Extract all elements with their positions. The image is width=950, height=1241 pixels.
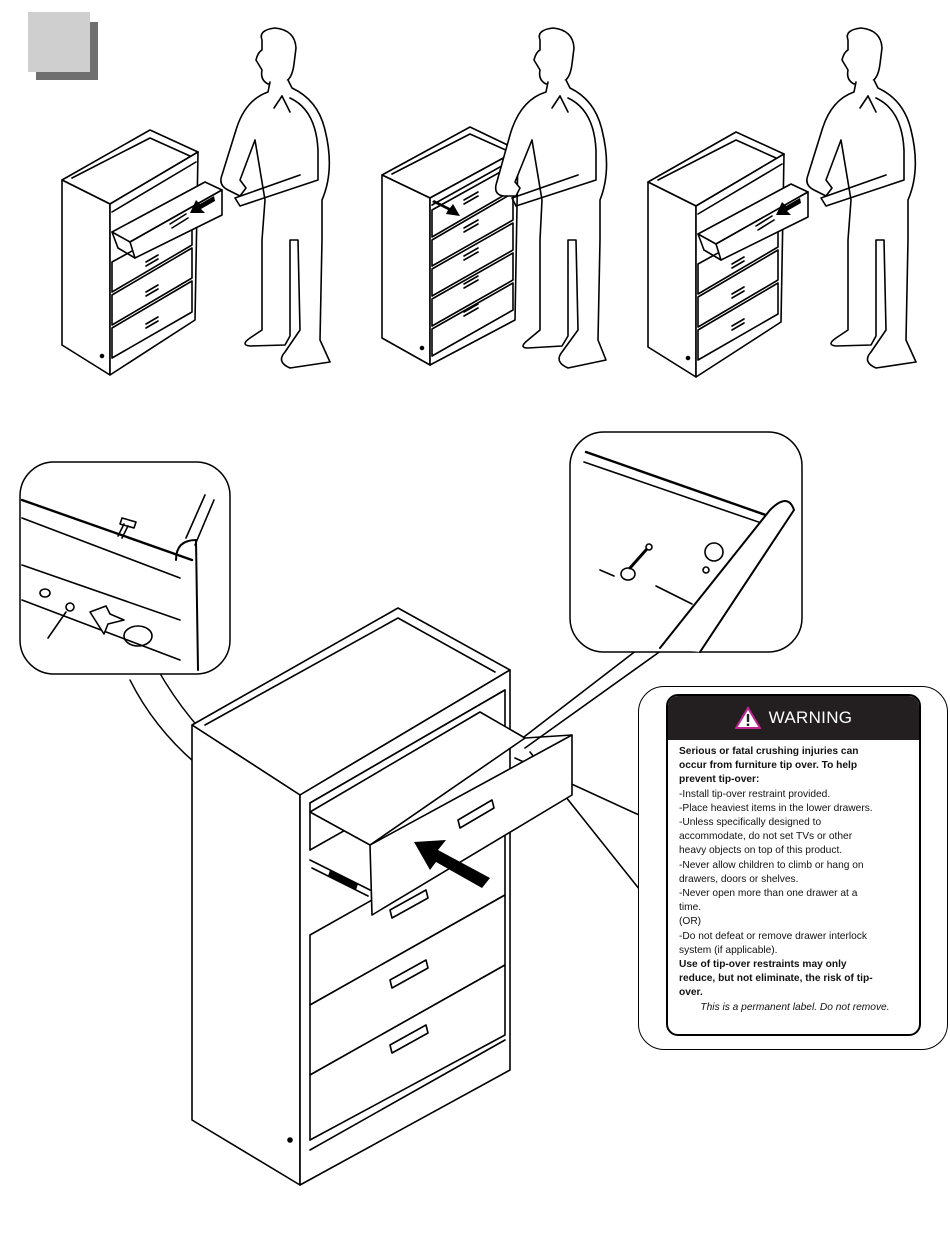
detail-callout-left — [19, 461, 231, 675]
figure-3-person — [806, 27, 917, 369]
warning-item: -Place heaviest items in the lower drawe… — [679, 802, 873, 814]
warning-header: WARNING — [668, 696, 919, 740]
warning-item: -Unless specifically designed to — [679, 817, 822, 829]
figure-1-person — [220, 27, 331, 369]
warning-item: -Never allow children to climb or hang o… — [679, 859, 864, 871]
warning-permanent-note: This is a permanent label. Do not remove… — [700, 1001, 890, 1013]
warning-item: -Do not defeat or remove drawer interloc… — [679, 930, 867, 942]
warning-label: WARNING Serious or fatal crushing injuri… — [666, 694, 921, 1036]
warning-item: time. — [679, 902, 702, 914]
warning-item: -Never open more than one drawer at a — [679, 888, 858, 900]
warning-triangle-icon — [734, 706, 761, 729]
warning-item: (OR) — [679, 916, 702, 928]
figure-1-dresser-open-drawer — [61, 129, 223, 376]
figure-3-dresser-open-drawer — [647, 131, 809, 378]
figure-2-dresser-closed — [381, 126, 519, 366]
warning-closing-line: over. — [679, 987, 703, 999]
main-dresser — [129, 607, 691, 1186]
warning-item: -Install tip-over restraint provided. — [679, 788, 831, 800]
warning-item: heavy objects on top of this product. — [679, 845, 843, 857]
step-badge-face — [28, 12, 90, 72]
detail-callout-right — [569, 431, 803, 653]
warning-item: system (if applicable). — [679, 944, 778, 956]
warning-title: WARNING — [768, 708, 853, 727]
warning-body: Serious or fatal crushing injuries can o… — [668, 740, 919, 1015]
warning-closing-line: reduce, but not eliminate, the risk of t… — [679, 973, 873, 985]
step-badge — [28, 12, 98, 80]
warning-closing-line: Use of tip-over restraints may only — [679, 959, 847, 971]
warning-item: accommodate, do not set TVs or other — [679, 831, 853, 843]
figure-2-person — [494, 27, 608, 369]
warning-intro-line: occur from furniture tip over. To help — [679, 760, 858, 772]
warning-item: drawers, doors or shelves. — [679, 873, 799, 885]
warning-intro-line: Serious or fatal crushing injuries can — [679, 746, 859, 757]
warning-intro-line: prevent tip-over: — [679, 774, 760, 786]
